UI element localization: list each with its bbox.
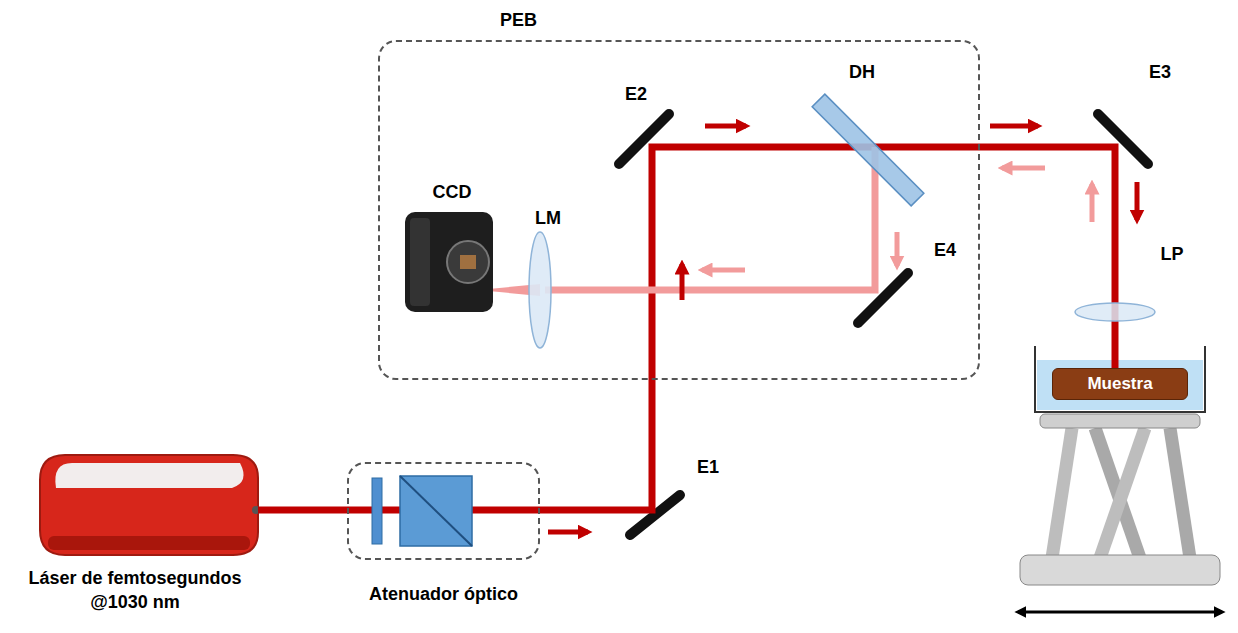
- mirror-label: E2: [625, 82, 647, 106]
- ccd-camera: [405, 212, 493, 312]
- group-heading: PEB: [500, 10, 537, 31]
- sample-box: Muestra: [1052, 368, 1188, 400]
- lens: [1075, 303, 1155, 321]
- direction-arrow: [680, 264, 685, 300]
- direction-arrow: [1135, 182, 1140, 220]
- cube-diagonal: [400, 476, 472, 546]
- camera-label: CCD: [433, 180, 472, 204]
- hexapod-base: [1020, 555, 1220, 585]
- hexapod-leg: [1170, 428, 1190, 558]
- direction-arrow: [705, 124, 746, 129]
- water: [1037, 360, 1203, 410]
- return-arrow: [1090, 184, 1095, 222]
- sample-label: Muestra: [1087, 374, 1152, 394]
- mirror-label: E4: [934, 238, 956, 262]
- direction-arrow: [548, 530, 588, 535]
- group-box: Atenuador óptico: [347, 462, 540, 560]
- beam-splitter-label: DH: [849, 60, 875, 84]
- ccd-sensor: [460, 255, 476, 269]
- polarizing-cube: [400, 476, 472, 546]
- mirror-label: E3: [1149, 60, 1171, 84]
- ccd-camera-side: [410, 218, 430, 306]
- lens: [529, 232, 551, 348]
- mirror: [1098, 114, 1148, 164]
- ccd-camera-mount: [447, 241, 489, 283]
- laser-beam: [652, 147, 980, 380]
- laser-beam: [980, 147, 1115, 368]
- mirror: [858, 273, 908, 323]
- group-heading: Atenuador óptico: [369, 584, 518, 605]
- direction-arrow: [990, 124, 1038, 129]
- laser-beam: [258, 507, 540, 514]
- motion-arrow: [1018, 611, 1222, 614]
- return-arrow: [895, 232, 900, 266]
- hexapod-top-plate: [1040, 414, 1200, 428]
- hexapod-leg: [1100, 428, 1145, 558]
- laser-top-panel: [55, 463, 243, 488]
- hexapod-leg: [1052, 428, 1072, 558]
- return-beam: [545, 147, 875, 290]
- laser-beam: [540, 380, 652, 510]
- return-arrow: [1002, 166, 1045, 171]
- lens-label: LP: [1160, 242, 1183, 266]
- laser-base: [48, 536, 250, 550]
- water-tank: [1035, 346, 1205, 412]
- laser-label: Láser de femtosegundos @1030 nm: [5, 566, 265, 615]
- lens-label: LM: [535, 206, 561, 230]
- waveplate: [372, 478, 382, 544]
- beam-splitter: [812, 94, 924, 206]
- group-box: PEB: [378, 40, 980, 380]
- mirror-label: E1: [697, 455, 719, 479]
- laser-body: [40, 455, 258, 555]
- beam-splitter-plate: [812, 94, 924, 206]
- mirror: [619, 114, 669, 164]
- return-arrow: [702, 268, 745, 273]
